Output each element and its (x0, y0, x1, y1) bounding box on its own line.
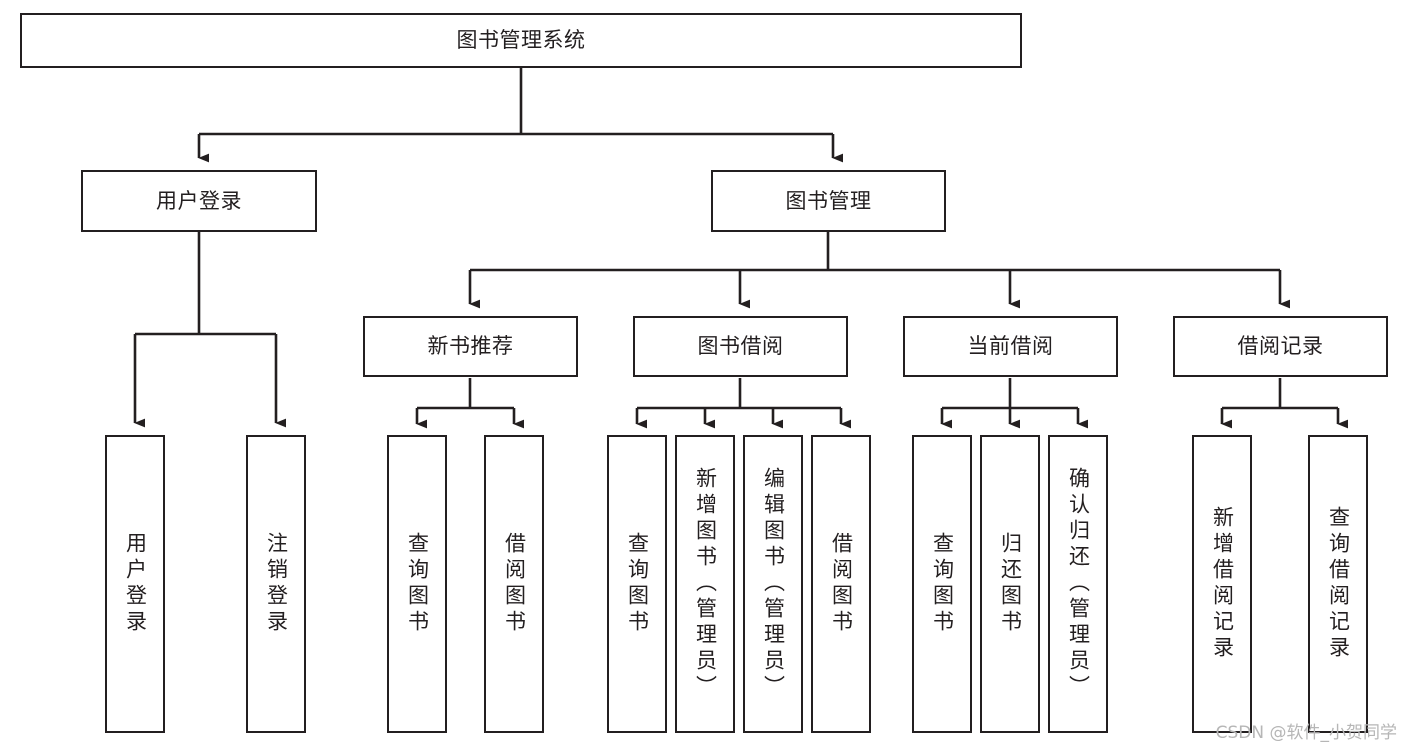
node-leaf-query-book-1-label: 查询图书 (405, 532, 430, 636)
node-leaf-add-book[interactable]: 新增图书（管理员） (675, 435, 735, 733)
node-leaf-query-book-1[interactable]: 查询图书 (387, 435, 447, 733)
node-leaf-logout-login[interactable]: 注销登录 (246, 435, 306, 733)
node-leaf-return-book[interactable]: 归还图书 (980, 435, 1040, 733)
node-leaf-confirm-return[interactable]: 确认归还（管理员） (1048, 435, 1108, 733)
node-current-borrow-label: 当前借阅 (967, 334, 1054, 359)
node-leaf-borrow-book-2-label: 借阅图书 (829, 532, 854, 636)
node-root-label: 图书管理系统 (456, 28, 586, 53)
node-leaf-edit-book[interactable]: 编辑图书（管理员） (743, 435, 803, 733)
node-root[interactable]: 图书管理系统 (20, 13, 1022, 68)
csdn-watermark: CSDN @软件_小贺同学 (1215, 723, 1397, 743)
node-new-book-recommend-label: 新书推荐 (427, 334, 514, 359)
node-leaf-user-login[interactable]: 用户登录 (105, 435, 165, 733)
node-leaf-query-book-2[interactable]: 查询图书 (607, 435, 667, 733)
node-leaf-query-book-2-label: 查询图书 (625, 532, 650, 636)
node-leaf-return-book-label: 归还图书 (998, 532, 1023, 636)
node-current-borrow[interactable]: 当前借阅 (903, 316, 1118, 377)
node-leaf-query-book-3-label: 查询图书 (930, 532, 955, 636)
node-leaf-add-record-label: 新增借阅记录 (1210, 506, 1235, 662)
node-leaf-add-record[interactable]: 新增借阅记录 (1192, 435, 1252, 733)
node-borrow-record-label: 借阅记录 (1237, 334, 1324, 359)
node-book-borrow[interactable]: 图书借阅 (633, 316, 848, 377)
node-leaf-user-login-label: 用户登录 (123, 532, 148, 636)
node-book-management[interactable]: 图书管理 (711, 170, 946, 232)
node-user-login[interactable]: 用户登录 (81, 170, 317, 232)
node-leaf-query-record[interactable]: 查询借阅记录 (1308, 435, 1368, 733)
node-borrow-record[interactable]: 借阅记录 (1173, 316, 1388, 377)
node-user-login-label: 用户登录 (156, 188, 242, 213)
node-new-book-recommend[interactable]: 新书推荐 (363, 316, 578, 377)
node-leaf-logout-login-label: 注销登录 (264, 532, 289, 636)
node-leaf-edit-book-label: 编辑图书（管理员） (761, 467, 786, 701)
node-leaf-borrow-book-2[interactable]: 借阅图书 (811, 435, 871, 733)
node-book-management-label: 图书管理 (785, 188, 872, 213)
node-leaf-borrow-book-1-label: 借阅图书 (502, 532, 527, 636)
node-leaf-borrow-book-1[interactable]: 借阅图书 (484, 435, 544, 733)
node-leaf-add-book-label: 新增图书（管理员） (693, 467, 718, 701)
node-leaf-query-record-label: 查询借阅记录 (1326, 506, 1351, 662)
node-leaf-query-book-3[interactable]: 查询图书 (912, 435, 972, 733)
node-leaf-confirm-return-label: 确认归还（管理员） (1066, 467, 1091, 701)
node-book-borrow-label: 图书借阅 (697, 334, 784, 359)
